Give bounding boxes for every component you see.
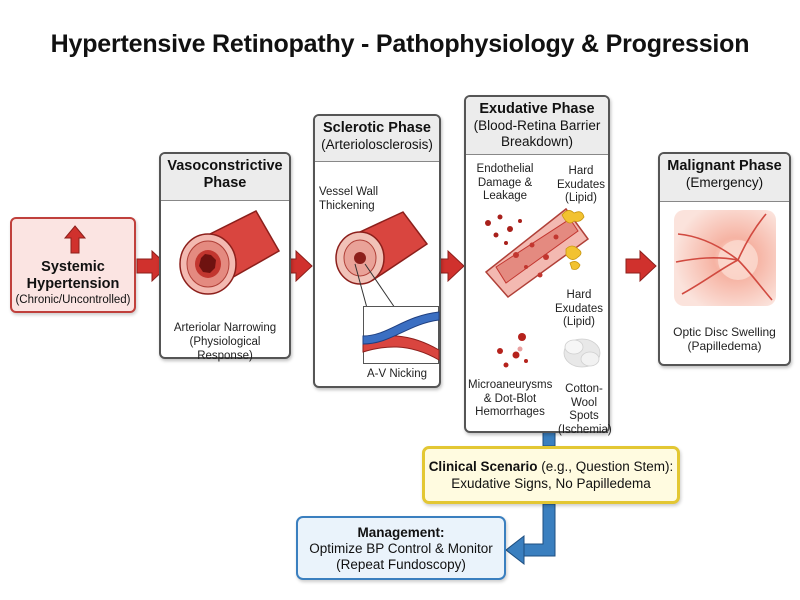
- systemic-hypertension-box: Systemic Hypertension (Chronic/Uncontrol…: [10, 217, 136, 313]
- vessel-wall-thickening-label: Vessel Wall Thickening: [319, 186, 379, 212]
- clinical-scenario-qualifier: (e.g., Question Stem):: [537, 459, 674, 474]
- phase-title: Vasoconstrictive Phase: [167, 158, 283, 191]
- microaneurysms-label: Microaneurysms & Dot-Blot Hemorrhages: [468, 379, 553, 418]
- start-title: Systemic Hypertension: [26, 259, 120, 292]
- av-nicking-inset: [362, 306, 440, 364]
- vasoconstrictive-phase-box: Vasoconstrictive Phase Arteriolar Narrow…: [159, 152, 291, 362]
- optic-disc-swelling-label: Optic Disc Swelling: [673, 325, 776, 339]
- optic-disc-fundus-icon: [674, 210, 776, 306]
- endothelial-damage-label: Endothelial Damage & Leakage: [476, 163, 534, 202]
- phase-title: Exudative Phase: [479, 101, 595, 117]
- start-subtitle: (Chronic/Uncontrolled): [15, 294, 131, 306]
- hard-exudates-label-bottom: Hard Exudates (Lipid): [555, 289, 603, 328]
- management-heading: Management:: [357, 525, 445, 540]
- arrow-4: [625, 249, 657, 283]
- narrowed-arteriole-icon: [179, 210, 281, 295]
- phase-subtitle: (Emergency): [685, 175, 764, 190]
- management-followup: (Repeat Fundoscopy): [336, 557, 466, 572]
- clinical-scenario-box: Clinical Scenario (e.g., Question Stem):…: [422, 446, 680, 504]
- cotton-wool-spots-label: Cotton-Wool Spots (Ischemia): [558, 383, 612, 436]
- clinical-scenario-text: Exudative Signs, No Papilledema: [451, 476, 651, 491]
- exudative-phase-box: Exudative Phase (Blood-Retina Barrier Br…: [464, 95, 612, 436]
- management-box: Management: Optimize BP Control & Monito…: [296, 516, 506, 580]
- microaneurysm-and-cotton-wool-icon: [497, 333, 601, 368]
- arteriolar-narrowing-label: Arteriolar Narrowing: [173, 322, 277, 334]
- up-arrow-icon: [63, 225, 87, 254]
- phase-subtitle: (Arteriolosclerosis): [321, 137, 433, 152]
- hard-exudates-label-top: Hard Exudates (Lipid): [557, 165, 605, 204]
- thickened-vessel-icon: [335, 211, 429, 309]
- blue-connector: [505, 431, 556, 566]
- phase-title: Sclerotic Phase: [323, 120, 431, 136]
- page-title: Hypertensive Retinopathy - Pathophysiolo…: [50, 30, 750, 58]
- malignant-phase-box: Malignant Phase (Emergency) Optic Disc S…: [658, 152, 791, 366]
- leaking-vessel-icon: [484, 207, 590, 299]
- papilledema-label: (Papilledema): [687, 339, 762, 353]
- av-nicking-label: A-V Nicking: [366, 368, 428, 380]
- phase-subtitle: (Blood-Retina Barrier Breakdown): [473, 118, 601, 149]
- phase-title: Malignant Phase: [667, 158, 782, 174]
- physiological-response-label: (Physiological Response): [189, 336, 261, 362]
- management-plan: Optimize BP Control & Monitor: [309, 541, 493, 556]
- clinical-scenario-heading: Clinical Scenario: [428, 459, 538, 474]
- sclerotic-phase-box: Sclerotic Phase (Arteriolosclerosis) Ves…: [313, 114, 441, 388]
